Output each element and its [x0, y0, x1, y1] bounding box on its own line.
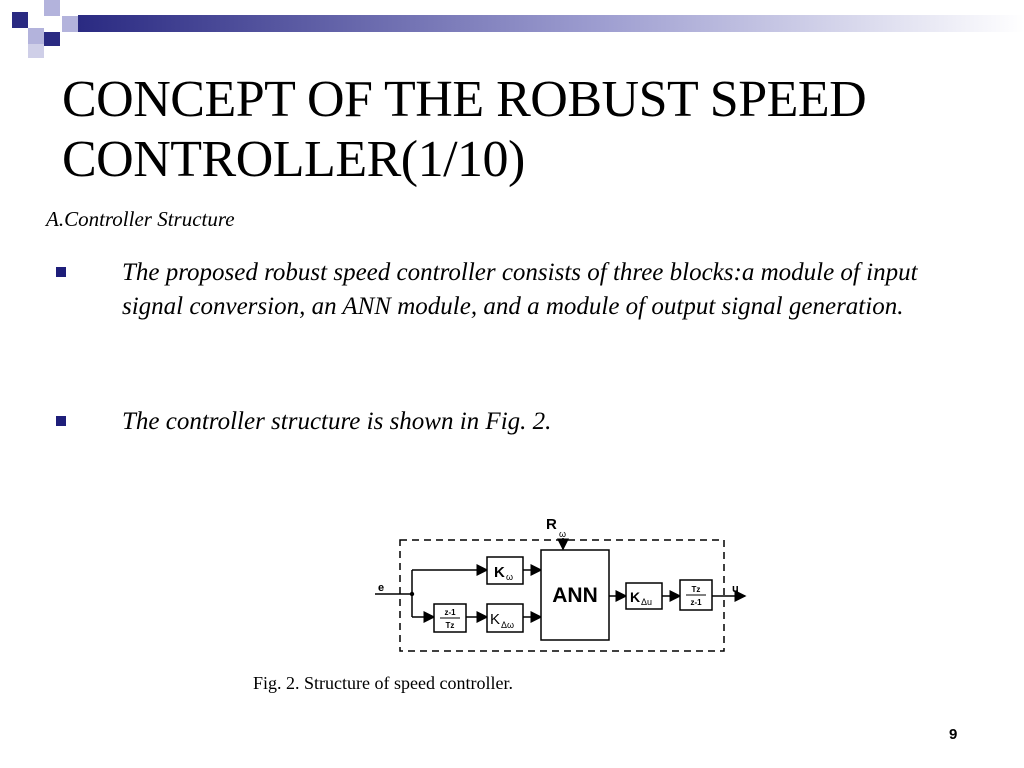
page-number: 9: [949, 726, 958, 743]
ann-label: ANN: [552, 584, 598, 607]
ann-block: [540, 549, 610, 641]
bullet-text: The controller structure is shown in Fig…: [122, 408, 552, 435]
bullet-text: The proposed robust speed controller con…: [122, 259, 918, 320]
bullet-square-icon: [56, 267, 66, 277]
deco-square: [62, 16, 78, 32]
figure-caption: Fig. 2. Structure of speed controller.: [253, 673, 513, 693]
slide-title-line-1: CONCEPT OF THE ROBUST SPEED: [62, 71, 867, 128]
deco-square: [28, 28, 44, 44]
deco-square: [44, 0, 60, 16]
k-delta-omega-label: K: [490, 611, 500, 628]
k-omega-label: K: [494, 564, 505, 581]
k-delta-omega-block: [486, 603, 524, 633]
deco-square: [44, 32, 60, 46]
k-omega-subscript: ω: [506, 572, 513, 582]
deco-square: [28, 44, 44, 58]
controller-block-diagram: R ω e K ω z-1 Tz K Δω ANN K Δu Tz z-1 u: [375, 516, 747, 652]
header-decoration: [12, 0, 1024, 58]
slide-title: CONCEPT OF THE ROBUST SPEED CONTROLLER(1…: [62, 70, 1002, 190]
output-u-label: u: [732, 583, 739, 595]
difference-denominator: Tz: [446, 621, 455, 630]
integrator-denominator: z-1: [690, 598, 702, 607]
r-subscript: ω: [559, 529, 566, 539]
k-delta-omega-subscript: Δω: [501, 620, 514, 630]
k-omega-block: [486, 556, 524, 585]
difference-numerator: z-1: [444, 608, 456, 617]
integrator-block: [679, 579, 713, 611]
section-subtitle: A.Controller Structure: [46, 207, 235, 231]
r-label: R: [546, 516, 557, 533]
deco-square: [12, 12, 28, 28]
k-delta-u-label: K: [630, 589, 640, 605]
slide-title-line-2: CONTROLLER(1/10): [62, 131, 525, 188]
input-e-label: e: [378, 582, 384, 594]
header-gradient-bar: [78, 15, 1024, 32]
bullet-square-icon: [56, 416, 66, 426]
k-delta-u-subscript: Δu: [641, 597, 652, 607]
integrator-numerator: Tz: [692, 585, 701, 594]
